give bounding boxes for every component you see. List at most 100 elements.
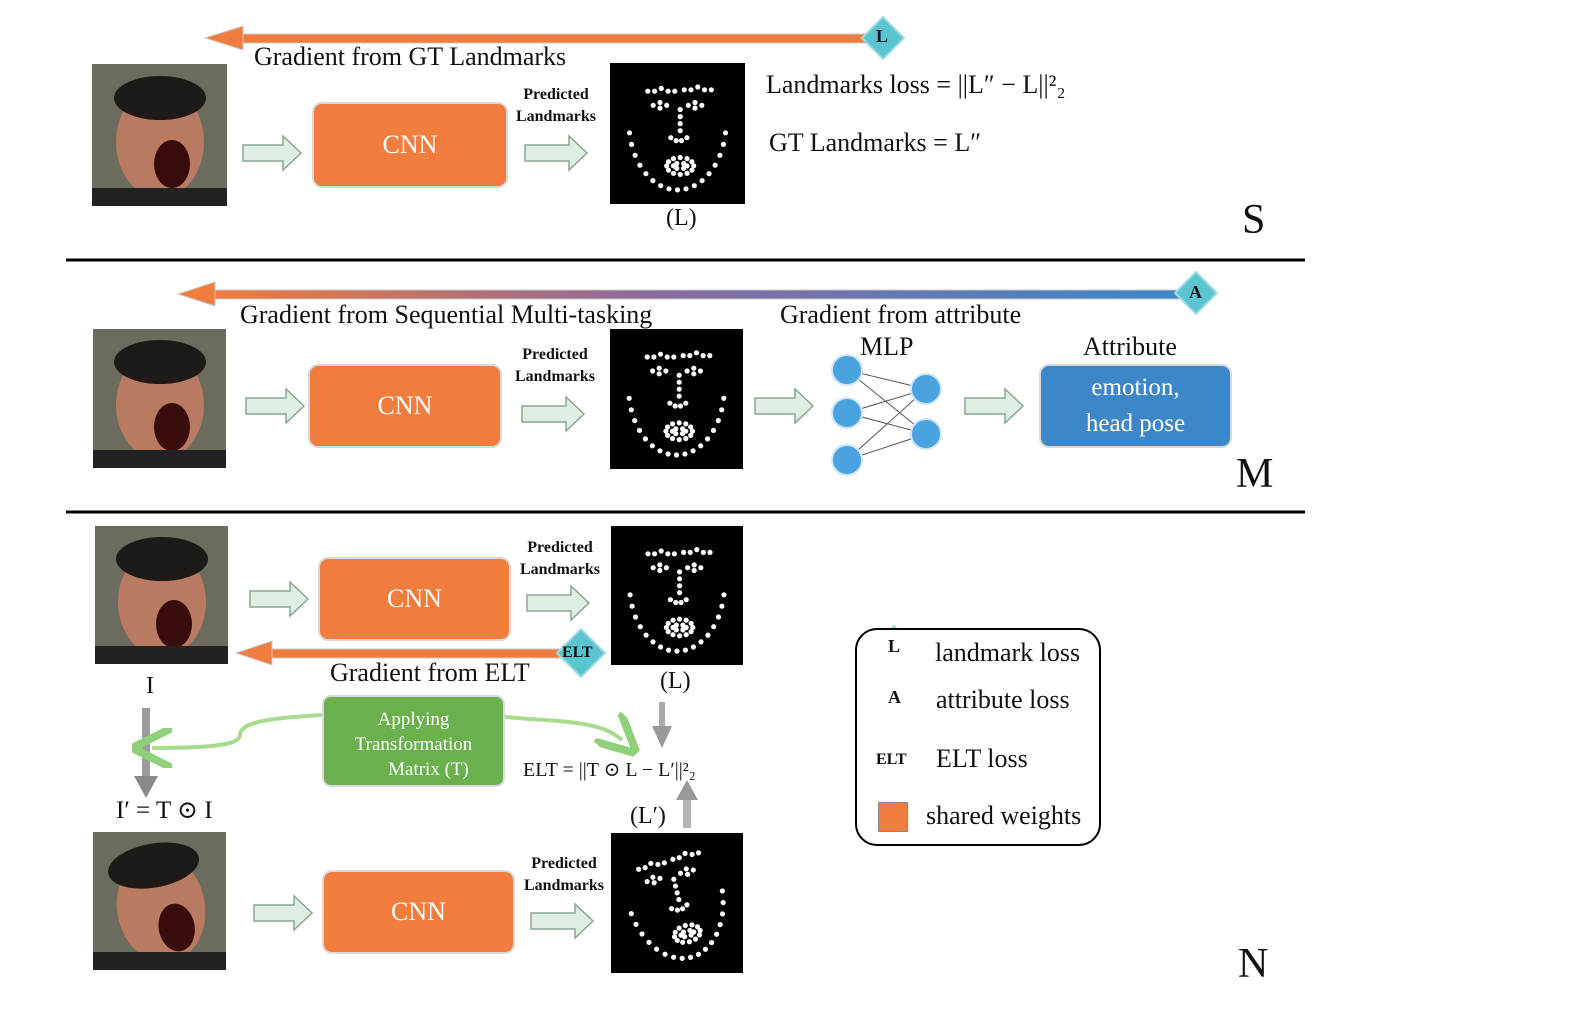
landmark-caption-n-top: (L) [660, 668, 691, 694]
landmark-dot [698, 565, 704, 571]
landmark-dot [721, 395, 727, 401]
landmark-dot [684, 135, 690, 141]
landmark-dot [672, 929, 678, 935]
landmark-dot [663, 368, 669, 374]
landmark-dot [650, 102, 656, 108]
landmark-dot [666, 647, 672, 653]
landmark-dot [680, 353, 686, 359]
landmark-dot [657, 875, 663, 881]
landmark-dot [663, 624, 669, 631]
landmark-dot [676, 420, 682, 426]
landmark-image-n-bottom [611, 833, 743, 973]
arrow-landmark-down [652, 702, 672, 748]
landmark-dot [626, 395, 632, 401]
gradient-label-elt: Gradient from ELT [330, 658, 530, 687]
landmark-dot [700, 549, 706, 555]
landmark-dot [650, 639, 656, 645]
landmark-dot [648, 860, 654, 866]
landmark-dot [644, 354, 650, 360]
landmark-dot [688, 432, 694, 438]
landmark-dot [684, 902, 690, 908]
transform-arrow-left [152, 713, 323, 748]
landmark-dot [663, 428, 669, 434]
landmark-dot [663, 565, 669, 571]
landmark-dot [697, 368, 703, 374]
mlp-network-icon [831, 354, 942, 476]
landmark-dot [688, 629, 694, 635]
flow-arrow-m2 [521, 395, 586, 433]
landmark-dot [669, 421, 676, 427]
landmark-dot [683, 400, 689, 406]
landmark-dot [719, 911, 726, 917]
landmark-dot [636, 866, 642, 872]
landmark-dot [677, 616, 683, 622]
landmark-dot [665, 88, 671, 94]
landmark-dot [701, 87, 708, 93]
landmark-dot [691, 562, 697, 568]
landmark-dot [677, 114, 683, 120]
landmark-dot [709, 940, 715, 946]
landmark-dot [669, 435, 676, 442]
landmark-dot [707, 353, 713, 359]
landmark-dot [654, 946, 660, 952]
landmark-dot [676, 855, 682, 861]
landmark-dot [628, 911, 634, 917]
landmark-dot [664, 102, 670, 108]
landmark-dot [690, 644, 696, 650]
landmark-dot [681, 165, 687, 171]
landmark-dot [689, 851, 695, 858]
landmark-dot [679, 955, 685, 961]
legend-label-shared-weights: shared weights [926, 801, 1082, 830]
landmark-image-n-top [611, 526, 743, 665]
landmark-dot [673, 426, 679, 432]
landmark-dot [720, 141, 726, 147]
landmark-dot [677, 870, 684, 876]
landmark-dot [695, 850, 702, 856]
gradient-label-attribute: Gradient from attribute [780, 300, 1022, 329]
landmark-dot [682, 647, 688, 653]
landmark-dot [696, 932, 703, 938]
landmark-dot [682, 850, 688, 856]
diamond-icon-landmark [860, 15, 906, 61]
landmark-dot [715, 418, 721, 424]
landmark-dot [665, 629, 671, 635]
landmark-dot [677, 633, 683, 639]
landmark-dot [677, 154, 683, 161]
landmark-dot [665, 159, 672, 165]
landmark-dot [673, 622, 679, 628]
landmark-dot [700, 353, 706, 359]
landmark-dot [670, 856, 676, 862]
cnn-block-m: CNN [308, 364, 502, 448]
landmark-dot [714, 931, 720, 937]
landmark-dot [674, 907, 681, 913]
cnn-block-n-top: CNN [318, 557, 511, 641]
landmark-dot [652, 88, 658, 94]
legend-badge-l: L [888, 636, 901, 656]
landmark-dot [680, 622, 686, 628]
landmark-dot [644, 878, 650, 885]
landmark-dot [650, 565, 656, 571]
landmark-dot [670, 617, 676, 623]
attribute-box: emotion,head pose [1039, 364, 1232, 448]
landmark-image-s [610, 63, 745, 204]
landmark-dot [691, 371, 697, 377]
flow-arrow-n3 [253, 894, 314, 932]
landmark-dot [691, 163, 697, 169]
landmark-dot [673, 599, 679, 606]
landmark-dot [679, 431, 686, 437]
landmark-dot [698, 443, 704, 449]
landmark-dot [655, 861, 661, 868]
landmark-dot [689, 167, 695, 173]
landmark-dot [688, 932, 694, 938]
landmark-dot [680, 939, 686, 945]
landmark-dot [692, 105, 698, 111]
landmark-dot [671, 354, 677, 360]
landmark-dot [649, 443, 655, 449]
landmark-dot [629, 603, 635, 609]
cnn-block-n-bottom: CNN [322, 870, 515, 954]
landmark-dot [677, 590, 683, 596]
landmark-dot [657, 562, 663, 568]
